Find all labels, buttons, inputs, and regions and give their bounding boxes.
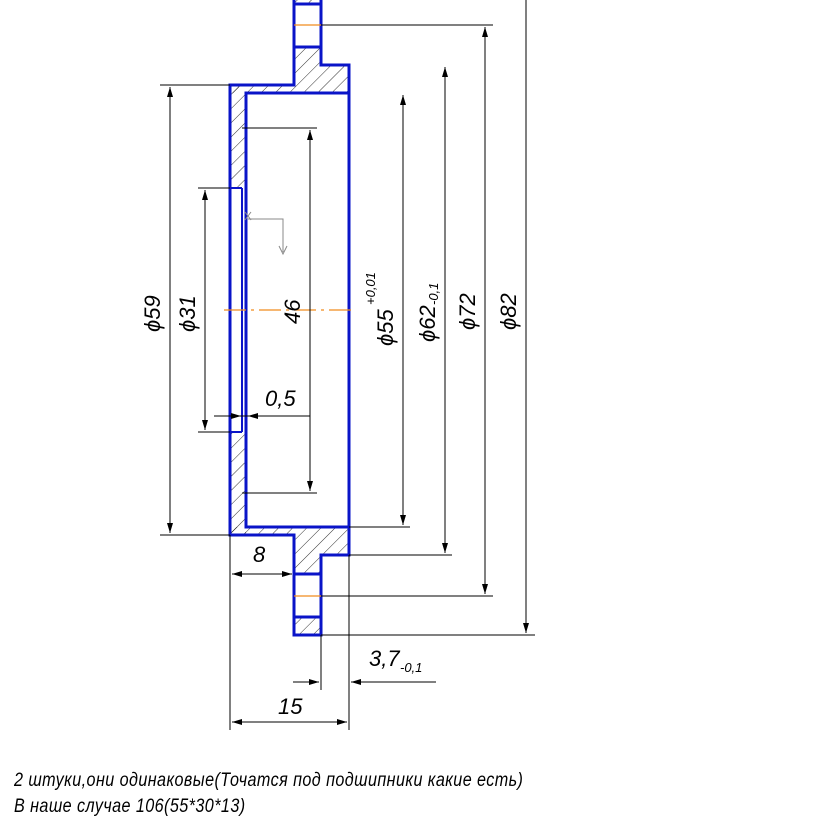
dim-d62-tolerance: -0,1 [426,283,441,305]
dim-d31: ϕ31 [175,295,200,332]
dim-3-7-tolerance: -0,1 [400,660,422,675]
dimension-labels: ϕ59 ϕ31 46 ϕ55 +0,01 ϕ62 -0,1 ϕ72 ϕ82 0,… [140,272,521,719]
dim-d72: ϕ72 [455,293,480,330]
dim-8: 8 [253,542,266,567]
dim-3-7: 3,7 [369,646,400,671]
hatching [230,0,349,635]
dim-d82: ϕ82 [496,293,521,330]
dim-d55-tolerance: +0,01 [363,272,378,305]
centerlines [224,24,356,597]
dim-0-5: 0,5 [265,386,296,411]
dim-15: 15 [278,694,303,719]
dim-46: 46 [280,299,305,324]
coordinate-icon [244,211,288,256]
dim-d55: ϕ55 [373,309,398,346]
note-line-1: 2 штуки,они одинаковые(Точатся под подши… [14,770,524,791]
dimension-lines [160,0,535,730]
dim-d62: ϕ62 [415,305,440,342]
note-line-2: В наше случае 106(55*30*13) [14,796,246,817]
dim-d59: ϕ59 [140,295,165,332]
